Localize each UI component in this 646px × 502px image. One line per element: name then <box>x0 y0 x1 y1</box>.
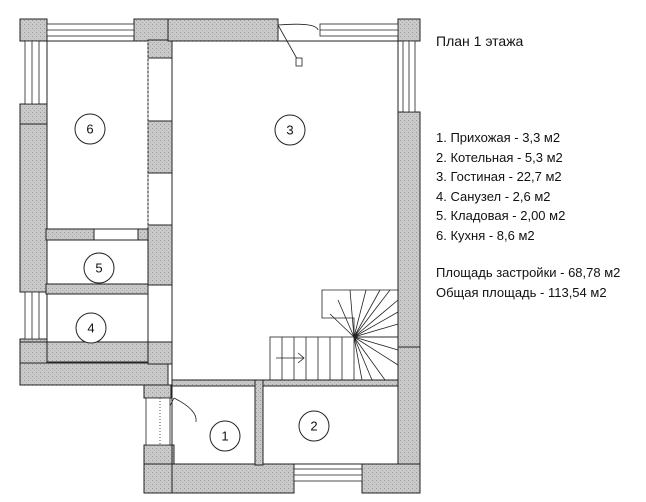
floor-plan: 1 2 3 4 5 6 <box>19 18 421 494</box>
plan-title: План 1 этажа <box>436 33 524 49</box>
room-number-1: 1 <box>221 429 228 444</box>
door-entry-opening <box>145 397 171 446</box>
room-list-item: 3. Гостиная - 22,7 м2 <box>436 169 562 185</box>
doors <box>145 23 319 446</box>
wall-left-bottom <box>19 341 169 365</box>
room-list-item: 1. Прихожая - 3,3 м2 <box>436 130 561 145</box>
room-list: 1. Прихожая - 3,3 м2 2. Котельная - 5,3 … <box>436 128 565 246</box>
area-totals: Площадь застройки - 68,78 м2 Общая площа… <box>436 263 620 302</box>
wall-top-left-corner <box>19 18 48 42</box>
partition-storage <box>45 228 95 241</box>
partition-storage-r <box>137 228 149 241</box>
total-area: Общая площадь - 113,54 м2 <box>436 284 607 300</box>
wall-top-mid-left <box>133 18 169 42</box>
room-living-outline <box>171 40 399 381</box>
room-marker-6 <box>74 113 106 145</box>
windows <box>24 23 416 482</box>
wall-left-lower <box>19 123 48 293</box>
partition-bath-top <box>45 283 149 295</box>
room-list-item: 5. Кладовая - 2,00 м2 <box>436 208 566 224</box>
stairs-lower <box>269 336 399 381</box>
room-number-2: 2 <box>310 419 317 434</box>
room-bath-outline <box>46 293 149 363</box>
room-list-item: 4. Санузел - 2,6 м2 <box>436 188 551 204</box>
partition-hall-mid <box>254 379 264 466</box>
room-number-5: 5 <box>95 261 102 276</box>
wall-bottom-mid <box>171 463 295 494</box>
room-list-item: 2. Котельная - 5,3 м2 <box>436 149 563 165</box>
wall-left-bottom-ext <box>19 362 169 386</box>
partition-bath-r <box>147 341 173 365</box>
legend-panel: План 1 этажа 1. Прихожая - 3,3 м2 2. Кот… <box>436 0 646 502</box>
wall-left-corner-1 <box>19 103 48 125</box>
wall-kitchen-corner <box>147 39 173 59</box>
wall-bottom-stub <box>143 384 172 399</box>
walls <box>19 18 421 494</box>
room-hall-outline <box>171 385 256 465</box>
staircase <box>269 289 399 381</box>
room-list-item: 6. Кухня - 8,6 м2 <box>436 227 535 243</box>
room-marker-2 <box>298 410 330 442</box>
wall-bottom-right <box>361 463 421 494</box>
room-marker-1 <box>209 420 241 452</box>
room-marker-3 <box>274 114 306 146</box>
partition-kitchen <box>147 120 173 174</box>
room-boiler-outline <box>262 385 399 465</box>
room-number-3: 3 <box>286 123 293 138</box>
wall-top-mid <box>167 18 279 42</box>
door-top <box>277 23 319 65</box>
partitions <box>45 120 399 466</box>
room-marker-4 <box>75 312 107 344</box>
wall-right-lower <box>397 346 421 468</box>
room-marker-5 <box>83 252 115 284</box>
wall-right-upper <box>397 111 421 348</box>
wall-bottom-left-base <box>143 463 173 494</box>
wall-top-right-corner <box>397 18 421 42</box>
build-area: Площадь застройки - 68,78 м2 <box>436 265 621 280</box>
partition-hall-top <box>171 379 399 387</box>
room-storage-outline <box>46 239 149 285</box>
partition-kitchen-low <box>147 224 173 286</box>
room-number-4: 4 <box>87 321 94 336</box>
room-number-6: 6 <box>86 122 93 137</box>
